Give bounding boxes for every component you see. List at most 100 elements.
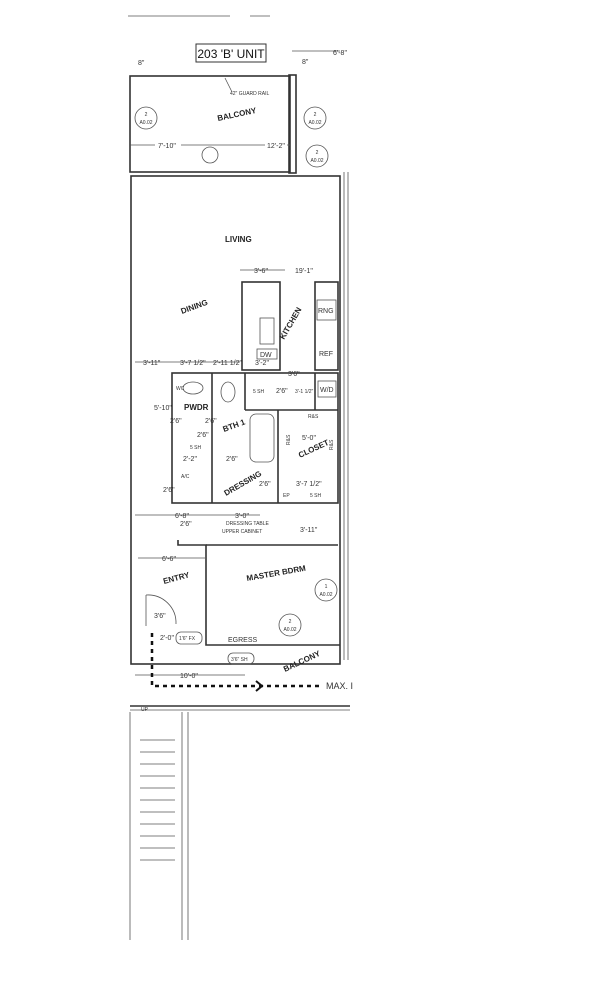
dimension: 3'-11"	[300, 527, 318, 534]
entry-door-swing	[145, 594, 177, 625]
max-note: MAX. I	[326, 681, 353, 691]
unit-title: 203 'B' UNIT	[197, 47, 265, 61]
dimension: 8"	[302, 59, 309, 66]
range-icon	[316, 299, 337, 321]
dimension: 2'-0"	[160, 635, 174, 642]
shelf-label: R&S	[329, 439, 335, 450]
door-size: 3'6"	[154, 613, 166, 620]
dimension: 3'-11"	[143, 360, 161, 367]
svg-text:A0.02: A0.02	[310, 158, 323, 164]
door-size: 3'6"	[288, 371, 300, 378]
window-fx-label: 1'6" FX	[179, 636, 196, 642]
balcony-top-outline	[129, 75, 291, 173]
dimension: 3'-0"	[235, 513, 249, 520]
section-callout: 2 A0.02	[134, 106, 158, 130]
kitchen-island	[241, 281, 281, 371]
dressing-table-note: DRESSING TABLE	[226, 521, 270, 527]
shelf-label: R&S	[308, 414, 319, 420]
ac-label: A/C	[181, 474, 190, 480]
stair-up-label: UP	[141, 707, 149, 713]
ep-label: EP	[283, 493, 290, 499]
window-tag	[227, 652, 255, 665]
dimension: 12'-2"	[267, 143, 285, 150]
light-fixture-icon	[201, 146, 219, 164]
sink-icon	[259, 317, 275, 345]
room-label-living: LIVING	[225, 235, 252, 244]
door-size: 2'6"	[259, 481, 271, 488]
dimension: 3'-6"	[254, 268, 268, 275]
title-box	[195, 43, 267, 63]
room-label-dining: DINING	[180, 298, 209, 316]
dimension: 7'-10"	[158, 143, 176, 150]
room-label-kitchen: KITCHEN	[278, 306, 304, 341]
upper-cabinet-note: UPPER CABINET	[222, 529, 262, 535]
window-sh-label: 3'6" SH	[231, 657, 248, 663]
wd-label: W/D	[320, 387, 334, 394]
dimension: 5'-0"	[302, 435, 316, 442]
svg-text:2: 2	[145, 112, 148, 118]
wc-label: WC	[176, 386, 185, 392]
dimension: 3'-7 1/2"	[296, 481, 322, 488]
svg-text:1: 1	[325, 584, 328, 590]
stairs	[129, 712, 189, 940]
section-callout: 2 A0.02	[305, 144, 329, 168]
dimension: 2'-11 1/2"	[213, 360, 243, 367]
room-label-bth1: BTH 1	[222, 417, 247, 434]
shelf-label: 5 SH	[310, 493, 322, 499]
dishwasher	[256, 348, 278, 360]
rng-label: RNG	[318, 308, 334, 315]
leader-line	[224, 77, 233, 93]
room-label-master-bedroom: MASTER BDRM	[246, 564, 307, 583]
dimension: 6'-8"	[175, 513, 189, 520]
room-label-entry: ENTRY	[162, 570, 191, 586]
dimension: 10'-0"	[180, 673, 198, 680]
dimension: 19'-1"	[295, 268, 313, 275]
room-label-dressing: DRESSING	[223, 469, 264, 498]
egress-note: EGRESS	[228, 637, 258, 644]
dimension: 6'-8"	[333, 50, 347, 57]
room-label-balcony-bottom: BALCONY	[282, 649, 322, 674]
svg-text:2: 2	[316, 150, 319, 156]
master-bedroom-wall	[177, 540, 340, 646]
dimension: 3'-7 1/2"	[180, 360, 206, 367]
door-size: 2'6"	[197, 432, 209, 439]
dimension: 3'-1 1/2"	[295, 389, 314, 395]
bathtub-icon	[249, 413, 275, 463]
dimension: 8"	[138, 60, 145, 67]
door-size: 2'6"	[276, 388, 288, 395]
svg-text:A0.02: A0.02	[139, 120, 152, 126]
shelf-label: 5 SH	[190, 445, 202, 451]
egress-path	[150, 633, 320, 688]
bath-block-walls	[171, 372, 339, 504]
svg-text:2: 2	[314, 112, 317, 118]
svg-text:A0.02: A0.02	[308, 120, 321, 126]
room-label-balcony: BALCONY	[217, 106, 258, 123]
dimension: 5'-10"	[154, 405, 172, 412]
lavatory-icon	[182, 381, 204, 395]
room-label-pwdr: PWDR	[184, 403, 209, 412]
arrow-right-icon	[255, 680, 264, 692]
washer-dryer	[317, 380, 337, 398]
door-size: 2'6"	[180, 521, 192, 528]
shelf-label: R&S	[286, 434, 292, 445]
door-size: 2'6"	[226, 456, 238, 463]
dimension: 6'-6"	[162, 556, 176, 563]
kitchen-counter	[314, 281, 339, 371]
dim-mask	[265, 140, 287, 149]
section-callout: 1 A0.02	[314, 578, 338, 602]
balcony-side-wall	[288, 74, 297, 174]
section-callout: 2 A0.02	[278, 613, 302, 637]
dw-label: DW	[260, 352, 272, 359]
window-tag	[175, 631, 203, 645]
door-size: 2'6"	[163, 487, 175, 494]
dimension: 2'-2"	[183, 456, 197, 463]
ref-label: REF	[319, 351, 333, 358]
shelf-label: 5 SH	[253, 389, 265, 395]
guard-rail-note: 42" GUARD RAIL	[230, 91, 270, 97]
svg-text:A0.02: A0.02	[283, 627, 296, 633]
dimension: 3'-2"	[255, 360, 269, 367]
door-size: 2'6"	[205, 418, 217, 425]
door-size: 2'6"	[170, 418, 182, 425]
section-callout: 2 A0.02	[303, 106, 327, 130]
